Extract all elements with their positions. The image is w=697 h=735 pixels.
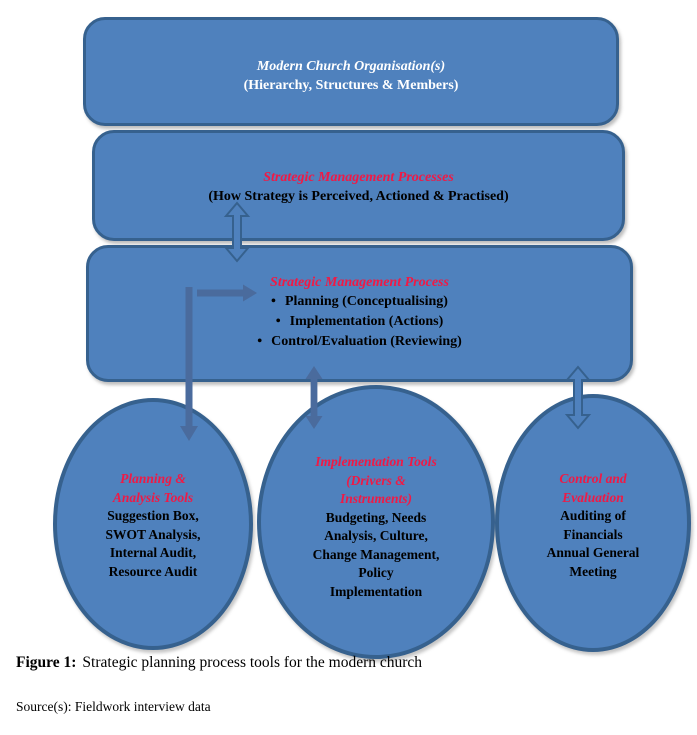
process-bullet-implementation: • Implementation (Actions) [276,312,444,332]
control-ellipse-body-line: Auditing of [560,508,626,523]
processes-box-title: Strategic Management Processes [263,169,454,185]
process-bullet-control: • Control/Evaluation (Reviewing) [257,332,462,352]
process-bullet-control-label: Control/Evaluation (Reviewing) [271,334,462,349]
implementation-ellipse-body-line: Change Management, [312,546,440,562]
implementation-ellipse-title-line: (Drivers & [346,472,406,488]
bullet-icon: • [271,294,276,309]
planning-tools-ellipse: Planning & Analysis Tools Suggestion Box… [53,398,253,650]
planning-ellipse-body-line: Suggestion Box, [107,508,199,523]
process-bullet-planning: • Planning (Conceptualising) [271,292,448,312]
process-bullet-implementation-label: Implementation (Actions) [289,314,444,329]
bullet-icon: • [257,334,263,349]
processes-box: Strategic Management Processes (How Stra… [92,130,625,241]
implementation-ellipse-body-line: Implementation [329,583,423,599]
control-ellipse-title-line: Evaluation [562,489,624,505]
control-ellipse-title-line: Control and [559,471,627,486]
control-evaluation-ellipse: Control and Evaluation Auditing of Finan… [495,394,691,652]
figure-caption: Figure 1: Strategic planning process tool… [16,654,422,672]
org-box-subtitle: (Hierarchy, Structures & Members) [243,77,459,93]
implementation-ellipse-title-line: Implementation Tools [315,454,437,469]
planning-ellipse-body-line: Resource Audit [108,563,198,579]
control-ellipse-body-line: Financials [563,526,623,542]
org-box-title: Modern Church Organisation(s) [256,58,446,74]
planning-ellipse-title-line: Analysis Tools [112,489,194,505]
planning-ellipse-body-line: SWOT Analysis, [105,526,201,542]
bullet-icon: • [275,314,281,329]
planning-ellipse-body-line: Internal Audit, [109,545,197,560]
source-note: Source(s): Fieldwork interview data [16,699,211,714]
implementation-ellipse-body-line: Analysis, Culture, [324,528,428,543]
planning-ellipse-title-line: Planning & [120,471,186,486]
process-box-title: Strategic Management Process [270,275,449,290]
process-bullet-planning-label: Planning (Conceptualising) [284,294,448,309]
implementation-ellipse-title-line: Instruments) [339,491,413,506]
implementation-ellipse-body-line: Budgeting, Needs [325,509,427,525]
figure-caption-text: Strategic planning process tools for the… [82,654,423,671]
org-box: Modern Church Organisation(s) (Hierarchy… [83,17,619,126]
implementation-ellipse-body-line: Policy [358,565,394,580]
control-ellipse-body-line: Annual General [546,545,640,560]
control-ellipse-body-line: Meeting [569,563,617,579]
processes-box-subtitle: (How Strategy is Perceived, Actioned & P… [208,188,509,204]
implementation-tools-ellipse: Implementation Tools (Drivers & Instrume… [257,385,495,659]
figure-caption-label: Figure 1: [16,654,77,671]
process-box: Strategic Management Process •Planning (… [86,245,633,382]
